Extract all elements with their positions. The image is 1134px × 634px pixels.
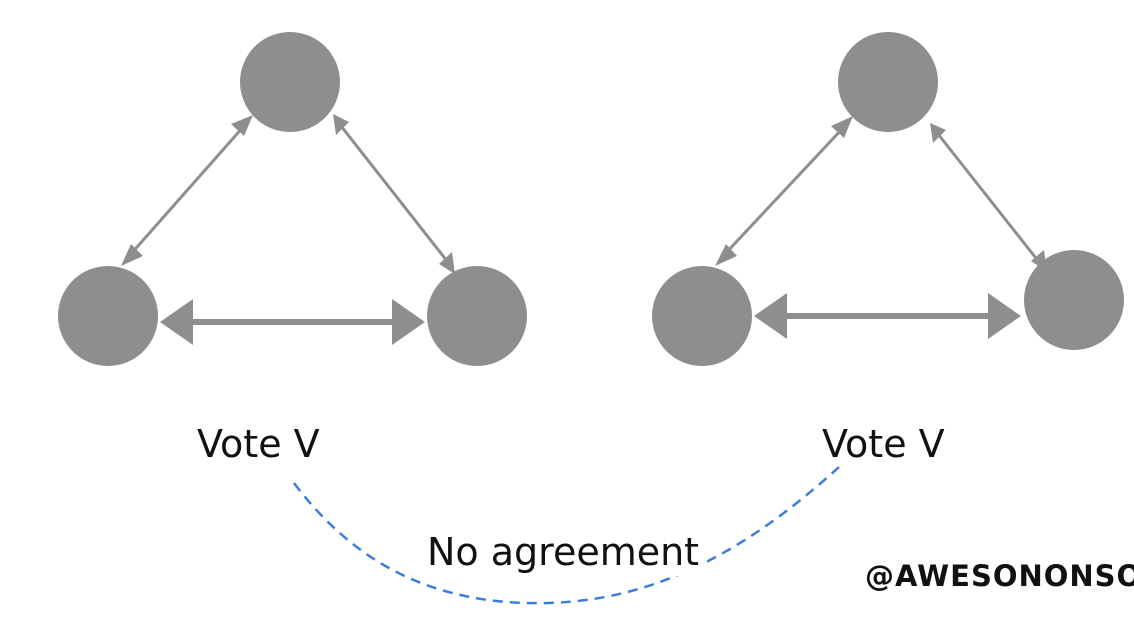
left-edge-top-arrowhead-b xyxy=(333,114,349,135)
left-bottom-right-node xyxy=(427,266,527,366)
right-edge-bottom-arrowhead-right xyxy=(988,293,1021,339)
right-top-node xyxy=(838,32,938,132)
right-edge-top-arrowhead-a xyxy=(831,116,853,138)
no-agreement-label: No agreement xyxy=(427,530,699,574)
right-edge-top-arrowhead-b xyxy=(930,123,946,143)
left-edge-top-to-right xyxy=(339,125,449,262)
right-vote-label: Vote V xyxy=(822,422,945,466)
left-edge-bottom-arrowhead-left xyxy=(160,299,193,345)
left-top-node xyxy=(240,32,340,132)
right-edge-top-to-right xyxy=(936,133,1041,263)
left-bottom-left-node xyxy=(58,266,158,366)
right-bottom-left-node xyxy=(652,266,752,366)
left-edge-top-arrowhead-a xyxy=(231,115,253,136)
left-edge-bottom-arrowhead-right xyxy=(392,299,425,345)
right-edge-right-arrowhead-a xyxy=(1031,250,1047,272)
left-edge-right-arrowhead-a xyxy=(439,252,455,274)
left-edge-left-arrowhead-a xyxy=(121,244,143,266)
right-edge-left-arrowhead-a xyxy=(715,244,737,266)
connector-label-background xyxy=(426,528,702,576)
left-vote-label: Vote V xyxy=(197,422,320,466)
no-agreement-connector xyxy=(293,466,840,605)
left-network xyxy=(58,32,527,366)
right-bottom-right-node xyxy=(1024,250,1124,350)
right-edge-bottom-arrowhead-left xyxy=(754,293,787,339)
watermark-handle: @AWESONONSO xyxy=(865,559,1134,593)
right-network xyxy=(652,32,1124,366)
right-edge-top-to-left xyxy=(722,126,845,257)
left-edge-top-to-left xyxy=(128,125,246,256)
